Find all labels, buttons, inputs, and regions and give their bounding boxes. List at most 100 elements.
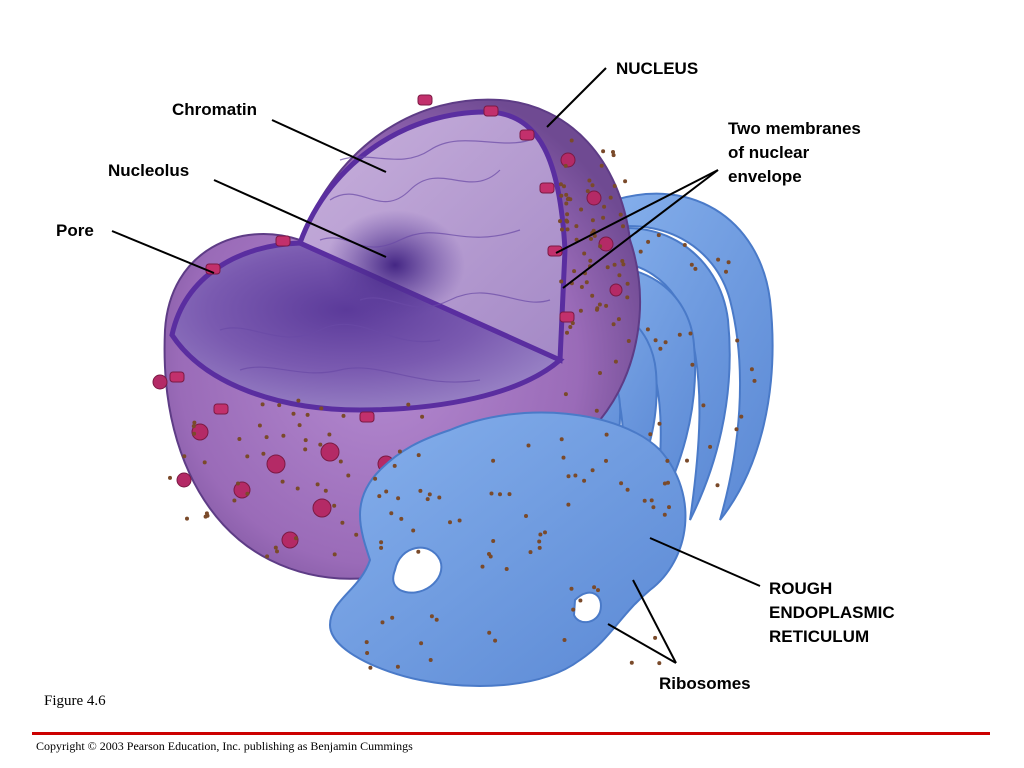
ribosome-dot	[735, 338, 740, 343]
ribosome-dot	[236, 481, 240, 486]
label-two-membranes-line1: Two membranes	[728, 119, 861, 138]
ribosome-dot	[665, 458, 670, 463]
ribosome-dot	[526, 443, 531, 448]
ribosome-dot	[390, 615, 395, 620]
ribosome-dot	[264, 435, 269, 440]
ribosome-dot	[605, 265, 610, 270]
leader-lines	[111, 67, 761, 664]
ribosome-dot	[480, 564, 485, 569]
ribosome-dot	[397, 449, 402, 454]
ribosome-dot	[561, 455, 566, 460]
ribosome-dot	[338, 459, 343, 464]
leader-membrane-2	[562, 169, 719, 289]
ribosome-dot	[623, 179, 628, 184]
ribosome-dot	[384, 489, 389, 494]
ribosome-dot	[273, 545, 278, 550]
ribosome-dot	[260, 402, 265, 407]
ribosome-dot	[642, 498, 647, 503]
ribosome-dot	[585, 189, 590, 194]
ribosome-dot	[592, 585, 597, 590]
ribosome-dot	[507, 492, 512, 497]
ribosome-dot	[558, 182, 563, 187]
ribosome-dot	[280, 479, 285, 484]
ribosome-dot	[645, 327, 650, 332]
ribosome-dot	[602, 204, 607, 209]
ribosome-dot	[667, 505, 671, 510]
ribosome-dot	[616, 317, 621, 322]
ribosome-dot	[245, 491, 250, 496]
ribosome-dot	[237, 437, 242, 441]
ribosome-dot	[340, 520, 345, 525]
ribosome-dot	[589, 236, 593, 241]
label-ribosomes: Ribosomes	[659, 674, 751, 693]
ribosome-dot	[291, 411, 296, 416]
chromatin-threads	[219, 139, 551, 383]
ribosome-dot	[341, 413, 346, 418]
ribosome-dot	[604, 458, 608, 463]
ribosome-dot	[716, 257, 721, 262]
ribosome-dot	[621, 224, 625, 229]
ribosome-dot	[558, 219, 562, 224]
ribosome-dot	[708, 444, 713, 449]
ribosome-dot	[662, 481, 667, 486]
ribosome-dot	[377, 494, 382, 499]
ribosome-dot	[418, 488, 423, 493]
ribosome-dot	[611, 322, 616, 327]
ribosome-dot	[568, 325, 573, 329]
ribosome-dot	[618, 212, 623, 217]
ribosome-dot	[599, 163, 604, 168]
ribosome-dot	[651, 505, 656, 510]
ribosome-dot	[611, 153, 616, 158]
ribosome-dot	[191, 424, 196, 429]
ribosome-dot	[319, 406, 324, 411]
ribosome-dot	[528, 550, 533, 555]
ribosome-dot	[487, 630, 492, 635]
ribosome-dot	[579, 285, 584, 289]
ribosome-dot	[373, 476, 378, 481]
ribosome-dot	[565, 227, 570, 232]
ribosome-dot	[715, 483, 720, 488]
ribosome-dot	[657, 421, 662, 426]
ribosome-dot	[185, 516, 189, 521]
ribosome-dot	[281, 433, 286, 438]
ribosome-dot	[318, 442, 323, 447]
ribosome-dot	[305, 412, 310, 417]
ribosome-dot	[604, 432, 609, 437]
ribosome-dot	[315, 482, 320, 487]
ribosome-dot	[346, 473, 351, 478]
copyright-text: Copyright © 2003 Pearson Education, Inc.…	[36, 739, 413, 753]
ribosome-dot	[560, 227, 564, 232]
ribosome-dot	[638, 249, 643, 254]
ribosome-dot	[380, 620, 385, 625]
ribosome-dot	[295, 486, 300, 491]
ribosome-dot	[416, 549, 421, 554]
ribosome-dot	[579, 207, 584, 212]
ribosome-dot	[666, 480, 670, 485]
ribosome-dot	[562, 184, 566, 189]
ribosome-dot	[368, 665, 373, 670]
ribosome-dot	[621, 262, 626, 267]
ribosome-dot	[379, 545, 384, 550]
ribosome-dot	[332, 552, 337, 557]
ribosome-dot	[406, 402, 411, 407]
ribosome-dot	[625, 281, 630, 286]
ribosome-dot	[559, 437, 564, 442]
ribosome-dot	[564, 192, 569, 197]
ribosome-dot	[658, 346, 663, 351]
leader-nucleus	[546, 67, 607, 128]
ribosome-dot	[389, 511, 394, 516]
leader-chromatin	[271, 119, 387, 173]
label-rough-er-line1: ROUGH	[769, 579, 833, 598]
ribosome-dot	[296, 398, 301, 403]
ribosome-dot	[261, 451, 266, 456]
ribosome-dot	[662, 512, 667, 517]
ribosome-dot	[564, 218, 569, 223]
ribosome-dot	[566, 474, 571, 479]
ribosome-dot	[734, 427, 739, 432]
ribosome-dot	[582, 478, 587, 483]
ribosome-dot	[303, 447, 308, 452]
ribosome-dots	[168, 138, 757, 670]
ribosome-dot	[265, 554, 270, 559]
ribosome-dot	[364, 640, 369, 645]
ribosome-dot	[297, 423, 302, 428]
